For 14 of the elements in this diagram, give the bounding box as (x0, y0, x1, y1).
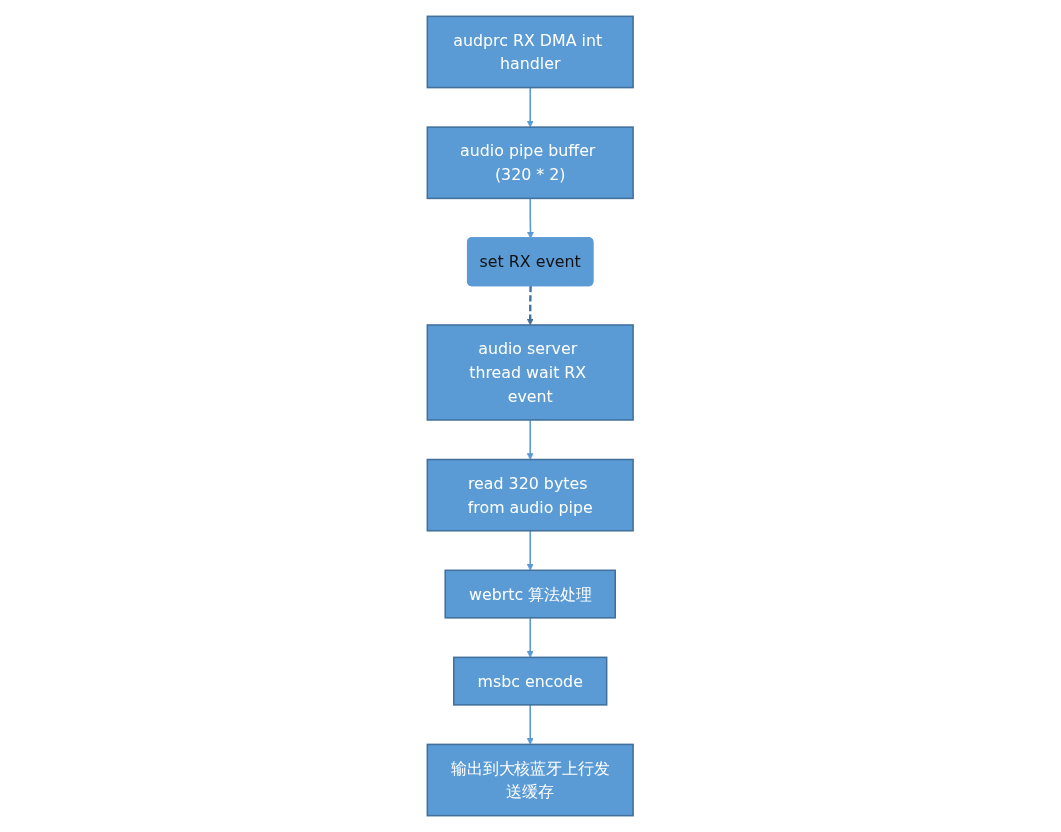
node-box: msbc encode (453, 656, 608, 706)
arrow (527, 285, 534, 326)
arrow (527, 86, 534, 128)
arrow (527, 617, 534, 658)
node-box: audprc RX DMA int handler (426, 15, 635, 89)
arrow (527, 197, 535, 239)
arrow (527, 704, 534, 745)
node-box: audio pipe buffer (320 * 2) (426, 126, 635, 200)
arrow (527, 419, 534, 460)
arrow (527, 529, 534, 571)
node-box: 输出到大核蓝牙上行发送缓存 (426, 743, 635, 817)
node-box: webrtc 算法处理 (444, 569, 617, 619)
node-box: read 320 bytes from audio pipe (426, 458, 635, 532)
node-box: audio server thread wait RX event (426, 324, 635, 421)
